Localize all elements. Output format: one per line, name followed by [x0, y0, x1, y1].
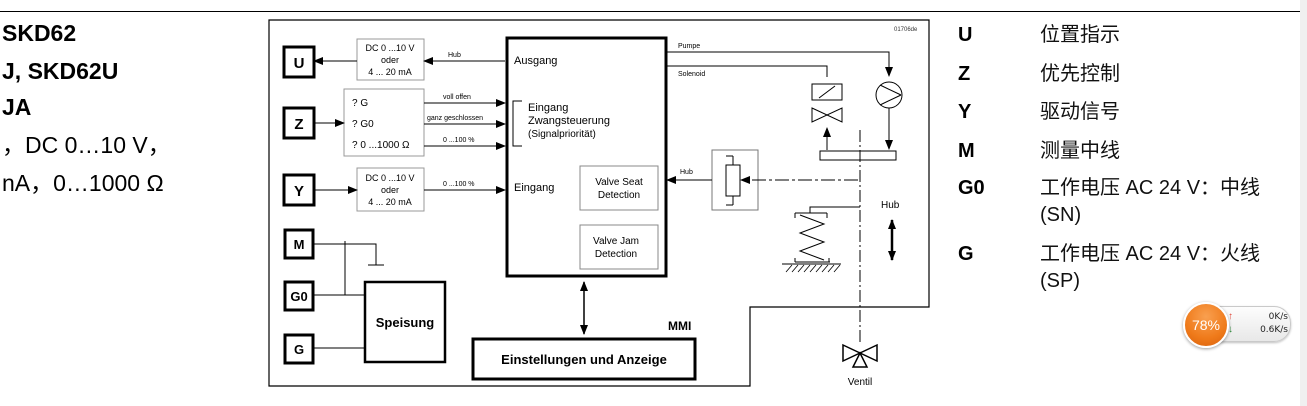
svg-text:? 0 ...1000 Ω: ? 0 ...1000 Ω	[352, 140, 410, 151]
signal-spec-line-1: ，DC 0…10 V，	[2, 132, 171, 158]
svg-text:oder: oder	[381, 185, 399, 195]
svg-text:? G: ? G	[352, 98, 368, 109]
controller-block: Ausgang Eingang Zwangsteuerung (Signalpr…	[505, 36, 668, 278]
svg-text:Speisung: Speisung	[376, 315, 435, 330]
legend-value-y: 驱动信号	[1040, 101, 1120, 123]
ventil-label: Ventil	[848, 377, 872, 388]
doc-code: 01706de	[894, 27, 918, 33]
speisung-block: Speisung	[363, 280, 447, 364]
svg-text:Z: Z	[294, 116, 303, 133]
svg-text:Eingang: Eingang	[514, 182, 554, 194]
svg-text:? G0: ? G0	[352, 119, 374, 130]
model-title-line-1: SKD62	[2, 20, 77, 46]
valve-icon	[842, 343, 878, 368]
network-speed-widget[interactable]: ↑ 0K/s ↓ 0.6K/s 78%	[1183, 302, 1291, 348]
terminal-y: Y	[282, 173, 316, 207]
voll-offen-label: voll offen	[443, 94, 471, 101]
svg-text:Einstellungen und Anzeige: Einstellungen und Anzeige	[501, 352, 667, 367]
legend-value-g: 工作电压 AC 24 V：火线	[1040, 243, 1261, 265]
z-option-box: ? G ? G0 ? 0 ...1000 Ω	[343, 88, 425, 157]
legend-key-y: Y	[958, 101, 972, 123]
ganz-geschlossen-label: ganz geschlossen	[427, 115, 483, 122]
legend-value-u: 位置指示	[1040, 24, 1120, 46]
pumpe-label: Pumpe	[678, 43, 700, 50]
scrollbar-gutter[interactable]	[1300, 0, 1307, 406]
signal-spec-line-2: nA，0…1000 Ω	[2, 170, 164, 196]
svg-text:M: M	[294, 237, 305, 252]
svg-text:U: U	[294, 55, 305, 72]
svg-text:Zwangsteuerung: Zwangsteuerung	[528, 115, 610, 127]
svg-text:(Signalpriorität): (Signalpriorität)	[528, 129, 596, 140]
hub-output-label: Hub	[448, 52, 461, 59]
z-percent-label: 0 ...100 %	[443, 137, 475, 144]
actuator-plate	[819, 150, 897, 161]
terminal-g0: G0	[283, 280, 315, 312]
svg-text:Detection: Detection	[595, 249, 637, 260]
diagram-frame	[268, 19, 930, 387]
solenoid-valve-icon	[811, 83, 843, 123]
terminal-m: M	[283, 228, 315, 260]
svg-text:Valve Jam: Valve Jam	[593, 236, 639, 247]
hub-stroke-label: Hub	[881, 200, 900, 211]
memory-usage-ball[interactable]: 78%	[1183, 302, 1229, 348]
model-title-line-2: J, SKD62U	[2, 58, 119, 84]
download-speed: 0.6K/s	[1260, 325, 1288, 335]
y-signal-converter: DC 0 ...10 V oder 4 ... 20 mA	[356, 167, 425, 212]
svg-text:Valve Seat: Valve Seat	[595, 177, 643, 188]
legend-value-g-line2: (SP)	[1040, 270, 1080, 292]
legend-value-z: 优先控制	[1040, 63, 1120, 85]
terminal-u: U	[282, 45, 316, 79]
legend-key-g: G	[958, 243, 974, 265]
terminal-z: Z	[282, 106, 316, 140]
svg-text:Detection: Detection	[598, 190, 640, 201]
u-signal-converter: DC 0 ...10 V oder 4 ... 20 mA	[356, 38, 425, 81]
svg-text:G0: G0	[290, 289, 307, 304]
legend-value-g0: 工作电压 AC 24 V：中线	[1040, 177, 1261, 199]
mmi-label: MMI	[668, 319, 691, 333]
legend-key-m: M	[958, 140, 975, 162]
svg-text:Ausgang: Ausgang	[514, 55, 557, 67]
terminal-g: G	[283, 333, 315, 365]
upload-speed: 0K/s	[1268, 312, 1288, 322]
legend-key-u: U	[958, 24, 973, 46]
legend-key-z: Z	[958, 63, 971, 85]
y-percent-label: 0 ...100 %	[443, 181, 475, 188]
svg-text:4 ... 20 mA: 4 ... 20 mA	[368, 67, 412, 77]
position-potentiometer-icon	[711, 149, 759, 211]
download-arrow-icon: ↓	[1228, 324, 1233, 335]
svg-text:4 ... 20 mA: 4 ... 20 mA	[368, 197, 412, 207]
svg-text:Eingang: Eingang	[528, 102, 568, 114]
settings-display-block: Einstellungen und Anzeige	[471, 337, 697, 381]
page-divider-line	[0, 11, 1300, 12]
legend-value-m: 测量中线	[1040, 140, 1120, 162]
spring-icon	[782, 206, 860, 273]
legend-value-g0-line2: (SN)	[1040, 204, 1082, 226]
upload-arrow-icon: ↑	[1228, 311, 1233, 322]
svg-text:DC 0 ...10 V: DC 0 ...10 V	[365, 173, 414, 183]
svg-text:Y: Y	[294, 183, 304, 200]
solenoid-label: Solenoid	[678, 71, 705, 78]
pump-icon	[875, 81, 903, 109]
svg-text:oder: oder	[381, 55, 399, 65]
legend-key-g0: G0	[958, 177, 985, 199]
svg-text:DC 0 ...10 V: DC 0 ...10 V	[365, 43, 414, 53]
svg-text:G: G	[294, 342, 304, 357]
hub-feedback-label: Hub	[680, 169, 693, 176]
model-title-line-3: JA	[2, 94, 32, 120]
